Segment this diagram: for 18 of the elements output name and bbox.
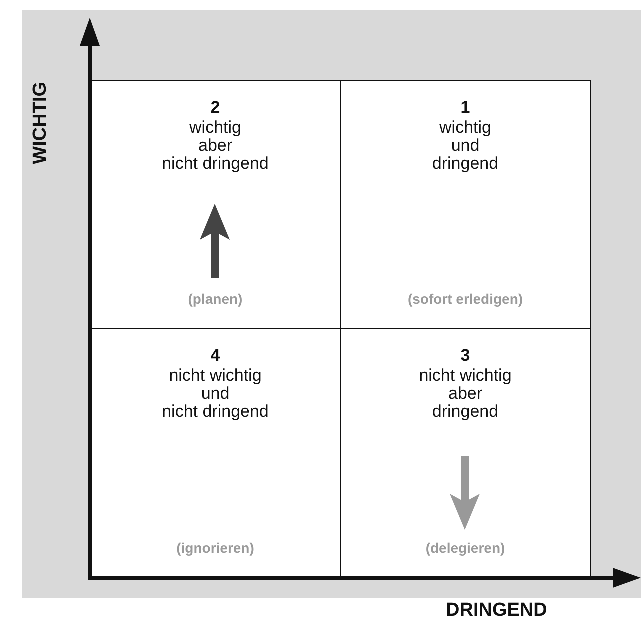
number-label: 4 (210, 346, 222, 366)
quadrant-box (340, 80, 591, 329)
number-label: 1 (460, 98, 472, 118)
quadrant-box (90, 80, 341, 329)
axis-label: DRINGEND (446, 600, 548, 622)
quadrant-box (340, 328, 591, 578)
number-label: 2 (210, 98, 222, 118)
quadrant-description: wichtig und dringend (431, 119, 500, 173)
axis-label: WICHTIG (30, 82, 52, 164)
quadrant-box (90, 328, 341, 578)
action-label: (planen) (187, 290, 244, 308)
action-label: (ignorieren) (176, 539, 256, 557)
quadrant-description: nicht wichtig und nicht dringend (161, 367, 270, 421)
action-label: (sofort erledigen) (406, 290, 524, 308)
action-label: (delegieren) (424, 539, 506, 557)
number-label: 3 (460, 346, 472, 366)
quadrant-description: wichtig aber nicht dringend (161, 119, 270, 173)
quadrant-description: nicht wichtig aber dringend (418, 367, 513, 421)
